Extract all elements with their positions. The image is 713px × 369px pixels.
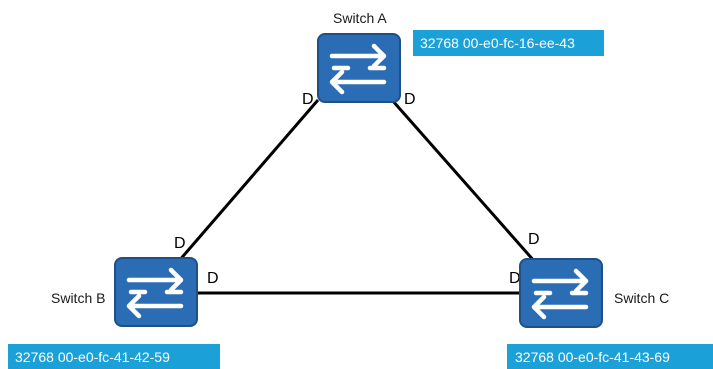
switch-icon — [519, 258, 603, 328]
switch-b: Switch B 32768 00-e0-fc-41-42-59 — [8, 257, 220, 369]
bridge-id-badge-a: 32768 00-e0-fc-16-ee-43 — [413, 30, 604, 56]
port-role-a-to-c: D — [404, 91, 416, 108]
switch-c: Switch C 32768 00-e0-fc-41-43-69 — [507, 258, 713, 369]
switch-icon — [114, 257, 198, 327]
bridge-id-c: 32768 00-e0-fc-41-43-69 — [515, 349, 670, 365]
switch-a-name: Switch A — [333, 10, 387, 26]
bridge-id-badge-b: 32768 00-e0-fc-41-42-59 — [8, 344, 220, 369]
switch-b-name: Switch B — [51, 290, 105, 306]
switch-a: Switch A 32768 00-e0-fc-16-ee-43 — [317, 10, 604, 103]
bridge-id-badge-c: 32768 00-e0-fc-41-43-69 — [507, 344, 713, 369]
bridge-id-a: 32768 00-e0-fc-16-ee-43 — [420, 35, 575, 51]
link-a-b — [176, 99, 320, 263]
switch-c-name: Switch C — [614, 290, 669, 306]
switch-icon — [317, 33, 401, 103]
link-a-c — [390, 99, 537, 263]
port-role-b-to-c: D — [207, 270, 219, 287]
port-role-b-to-a: D — [174, 235, 186, 252]
bridge-id-b: 32768 00-e0-fc-41-42-59 — [15, 349, 170, 365]
port-role-c-to-b: D — [509, 270, 521, 287]
port-role-a-to-b: D — [302, 91, 314, 108]
port-role-c-to-a: D — [528, 231, 540, 248]
